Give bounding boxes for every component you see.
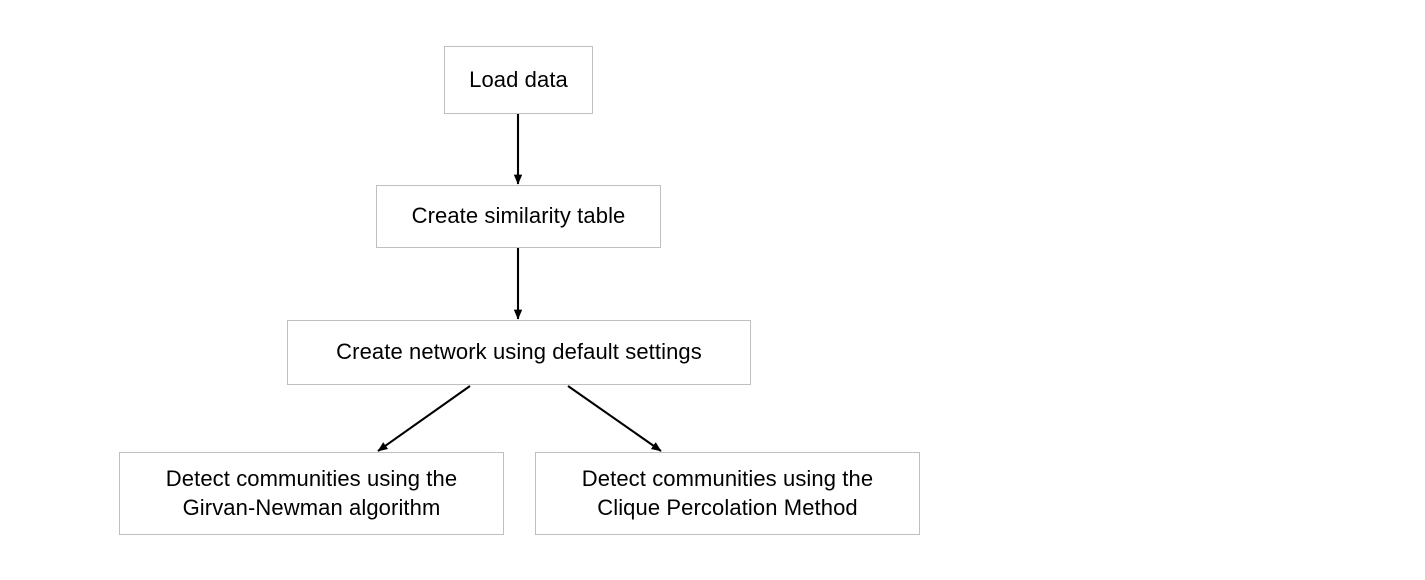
node-create-network-label: Create network using default settings [336, 339, 702, 365]
node-clique-percolation-label: Detect communities using the Clique Perc… [581, 466, 874, 520]
node-create-network[interactable]: Create network using default settings [287, 320, 751, 385]
node-create-similarity-table[interactable]: Create similarity table [376, 185, 661, 248]
node-load-data-label: Load data [469, 66, 568, 92]
node-clique-percolation[interactable]: Detect communities using the Clique Perc… [535, 452, 920, 535]
node-girvan-newman-label: Detect communities using the Girvan-Newm… [165, 466, 458, 520]
node-load-data[interactable]: Load data [444, 46, 593, 114]
edge-network-to-girvan-newman [377, 385, 471, 452]
node-create-similarity-table-label: Create similarity table [411, 203, 626, 229]
edge-network-to-clique [567, 385, 662, 452]
node-girvan-newman[interactable]: Detect communities using the Girvan-Newm… [119, 452, 504, 535]
